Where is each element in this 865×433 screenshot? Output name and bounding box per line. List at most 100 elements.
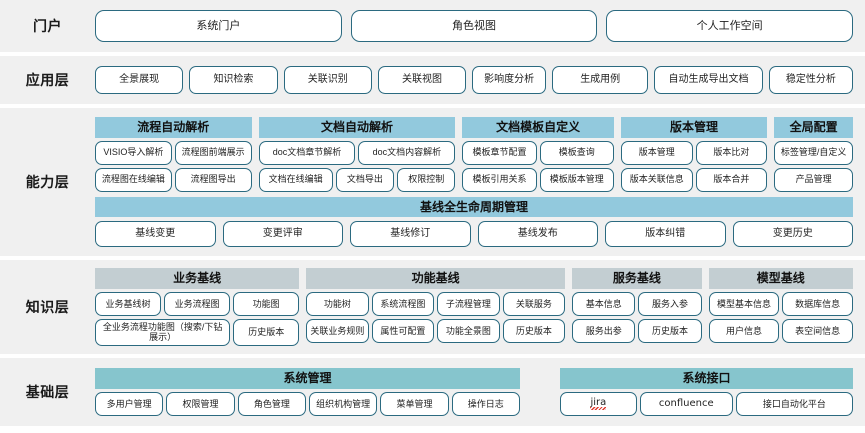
portal-item-system-portal[interactable]: 系统门户 xyxy=(95,10,342,42)
group-row-1: 版本管理 版本比对 xyxy=(620,140,768,165)
cap-item-doc-online-edit[interactable]: 文档在线编辑 xyxy=(258,167,333,192)
cap-item-flowchart-export[interactable]: 流程图导出 xyxy=(174,167,252,192)
cap-item-visio-import-parse[interactable]: VISIO导入解析 xyxy=(95,140,172,165)
app-item-impact-analysis[interactable]: 影响度分析 xyxy=(472,66,547,94)
capability-group-document-parsing: 文档自动解析 doc文档章节解析 doc文档内容解析 文档在线编辑 文档导出 权… xyxy=(258,117,456,192)
cap-item-version-relation-info[interactable]: 版本关联信息 xyxy=(620,167,693,192)
portal-item-row: 系统门户 角色视图 个人工作空间 xyxy=(95,10,854,42)
base-item-operation-log[interactable]: 操作日志 xyxy=(451,391,520,416)
base-item-menu-mgmt[interactable]: 菜单管理 xyxy=(380,391,449,416)
know-item-database-info[interactable]: 数据库信息 xyxy=(782,291,853,316)
app-item-panorama[interactable]: 全景展现 xyxy=(95,66,184,94)
layer-label-capability: 能力层 xyxy=(25,174,70,190)
cap-item-version-merge[interactable]: 版本合并 xyxy=(695,167,768,192)
group-row-2: 版本关联信息 版本合并 xyxy=(620,167,768,192)
capability-baseline-block: 基线全生命周期管理 基线变更 变更评审 基线修订 基线发布 版本纠错 变更历史 xyxy=(95,196,853,247)
base-item-jira[interactable]: jira xyxy=(559,391,637,416)
app-item-stability-analysis[interactable]: 稳定性分析 xyxy=(768,66,854,94)
cap-item-template-chapter-config[interactable]: 模板章节配置 xyxy=(462,140,537,165)
cap-item-version-compare[interactable]: 版本比对 xyxy=(695,140,768,165)
app-item-relation-recognition[interactable]: 关联识别 xyxy=(283,66,372,94)
group-row-2: 产品管理 xyxy=(774,167,853,192)
group-header-global-config: 全局配置 xyxy=(774,117,853,138)
baseline-item-change-history[interactable]: 变更历史 xyxy=(732,220,853,247)
baseline-item-change-review[interactable]: 变更评审 xyxy=(222,220,343,247)
cap-item-template-version-mgmt[interactable]: 模板版本管理 xyxy=(539,167,614,192)
base-item-org-structure-mgmt[interactable]: 组织机构管理 xyxy=(308,391,378,416)
baseline-item-revision[interactable]: 基线修订 xyxy=(350,220,471,247)
cap-item-flowchart-frontend-display[interactable]: 流程图前端展示 xyxy=(174,140,252,165)
cap-item-product-management[interactable]: 产品管理 xyxy=(774,167,853,192)
know-item-sub-process-mgmt[interactable]: 子流程管理 xyxy=(437,291,500,316)
group-header-function-baseline: 功能基线 xyxy=(306,268,566,289)
group-row-2: 文档在线编辑 文档导出 权限控制 xyxy=(258,167,456,192)
group-row-1: 多用户管理 权限管理 角色管理 组织机构管理 菜单管理 操作日志 xyxy=(95,391,520,416)
layer-portal: 门户 系统门户 角色视图 个人工作空间 xyxy=(0,0,865,52)
know-item-business-flowchart[interactable]: 业务流程图 xyxy=(164,291,231,316)
app-item-generate-use-case[interactable]: 生成用例 xyxy=(552,66,649,94)
know-item-history-version[interactable]: 历史版本 xyxy=(233,318,300,346)
know-item-model-basic-info[interactable]: 模型基本信息 xyxy=(708,291,780,316)
cap-item-doc-content-parse[interactable]: doc文档内容解析 xyxy=(358,140,456,165)
foundation-group-row: 系统管理 多用户管理 权限管理 角色管理 组织机构管理 菜单管理 操作日志 系统… xyxy=(95,368,853,416)
group-row-2: 流程图在线编辑 流程图导出 xyxy=(95,167,252,192)
app-item-knowledge-search[interactable]: 知识检索 xyxy=(189,66,278,94)
knowledge-group-business-baseline: 业务基线 业务基线树 业务流程图 功能图 全业务流程功能图（搜索/下钻展示） 历… xyxy=(95,268,300,346)
application-item-row: 全景展现 知识检索 关联识别 关联视图 影响度分析 生成用例 自动生成导出文档 … xyxy=(95,66,854,94)
base-item-confluence[interactable]: confluence xyxy=(639,391,733,416)
base-item-role-mgmt[interactable]: 角色管理 xyxy=(237,391,306,416)
base-item-permission-mgmt[interactable]: 权限管理 xyxy=(166,391,235,416)
knowledge-group-service-baseline: 服务基线 基本信息 服务入参 服务出参 历史版本 xyxy=(572,268,702,343)
know-item-service-input-param[interactable]: 服务入参 xyxy=(638,291,702,316)
layer-label-portal: 门户 xyxy=(33,18,62,34)
know-item-history-version[interactable]: 历史版本 xyxy=(502,318,566,343)
foundation-group-system-interface: 系统接口 jira confluence 接口自动化平台 xyxy=(559,368,853,416)
know-item-function-tree[interactable]: 功能树 xyxy=(306,291,369,316)
know-item-attribute-configurable[interactable]: 属性可配置 xyxy=(371,318,435,343)
group-header-document-parsing: 文档自动解析 xyxy=(258,117,456,138)
know-item-function-chart[interactable]: 功能图 xyxy=(233,291,300,316)
cap-item-flowchart-online-edit[interactable]: 流程图在线编辑 xyxy=(95,167,172,192)
layer-body-capability: 流程自动解析 VISIO导入解析 流程图前端展示 流程图在线编辑 流程图导出 文… xyxy=(95,113,865,251)
cap-item-version-management[interactable]: 版本管理 xyxy=(620,140,693,165)
know-item-history-version[interactable]: 历史版本 xyxy=(638,318,702,343)
group-header-system-management: 系统管理 xyxy=(95,368,520,389)
group-row-1: 标签管理/自定义 xyxy=(774,140,853,165)
know-item-system-flowchart[interactable]: 系统流程图 xyxy=(371,291,435,316)
app-item-auto-export-doc[interactable]: 自动生成导出文档 xyxy=(654,66,763,94)
portal-item-role-view[interactable]: 角色视图 xyxy=(350,10,598,42)
know-item-full-business-flow-function-chart[interactable]: 全业务流程功能图（搜索/下钻展示） xyxy=(95,318,231,346)
knowledge-group-function-baseline: 功能基线 功能树 系统流程图 子流程管理 关联服务 关联业务规则 属性可配置 功… xyxy=(306,268,566,343)
layer-body-foundation: 系统管理 多用户管理 权限管理 角色管理 组织机构管理 菜单管理 操作日志 系统… xyxy=(95,363,865,420)
base-item-multi-user-mgmt[interactable]: 多用户管理 xyxy=(95,391,164,416)
know-item-function-panorama[interactable]: 功能全景图 xyxy=(437,318,500,343)
cap-item-doc-chapter-parse[interactable]: doc文档章节解析 xyxy=(258,140,356,165)
group-header-model-baseline: 模型基线 xyxy=(708,268,853,289)
group-header-process-parsing: 流程自动解析 xyxy=(95,117,252,138)
base-item-api-automation-platform[interactable]: 接口自动化平台 xyxy=(735,391,853,416)
know-item-service-output-param[interactable]: 服务出参 xyxy=(572,318,636,343)
cap-item-template-reference-relation[interactable]: 模板引用关系 xyxy=(462,167,537,192)
know-item-related-business-rule[interactable]: 关联业务规则 xyxy=(306,318,369,343)
know-item-business-baseline-tree[interactable]: 业务基线树 xyxy=(95,291,162,316)
baseline-item-release[interactable]: 基线发布 xyxy=(477,220,598,247)
group-row-2: 用户信息 表空间信息 xyxy=(708,318,853,343)
app-item-relation-view[interactable]: 关联视图 xyxy=(377,66,467,94)
knowledge-group-row: 业务基线 业务基线树 业务流程图 功能图 全业务流程功能图（搜索/下钻展示） 历… xyxy=(95,268,853,346)
layer-knowledge: 知识层 业务基线 业务基线树 业务流程图 功能图 全业务流程功能图（搜索/下钻展… xyxy=(0,260,865,354)
know-item-tablespace-info[interactable]: 表空间信息 xyxy=(782,318,853,343)
group-row-1: 功能树 系统流程图 子流程管理 关联服务 xyxy=(306,291,566,316)
know-item-user-info[interactable]: 用户信息 xyxy=(708,318,780,343)
know-item-basic-info[interactable]: 基本信息 xyxy=(572,291,636,316)
layer-label-knowledge: 知识层 xyxy=(25,299,70,315)
portal-item-personal-workspace[interactable]: 个人工作空间 xyxy=(606,10,854,42)
baseline-item-change[interactable]: 基线变更 xyxy=(95,220,216,247)
cap-item-tag-mgmt-custom[interactable]: 标签管理/自定义 xyxy=(774,140,853,165)
layer-body-knowledge: 业务基线 业务基线树 业务流程图 功能图 全业务流程功能图（搜索/下钻展示） 历… xyxy=(95,263,865,350)
baseline-item-version-correction[interactable]: 版本纠错 xyxy=(605,220,726,247)
cap-item-permission-control[interactable]: 权限控制 xyxy=(397,167,456,192)
cap-item-doc-export[interactable]: 文档导出 xyxy=(335,167,395,192)
know-item-related-service[interactable]: 关联服务 xyxy=(502,291,566,316)
group-row-1: 业务基线树 业务流程图 功能图 xyxy=(95,291,300,316)
cap-item-template-query[interactable]: 模板查询 xyxy=(539,140,614,165)
